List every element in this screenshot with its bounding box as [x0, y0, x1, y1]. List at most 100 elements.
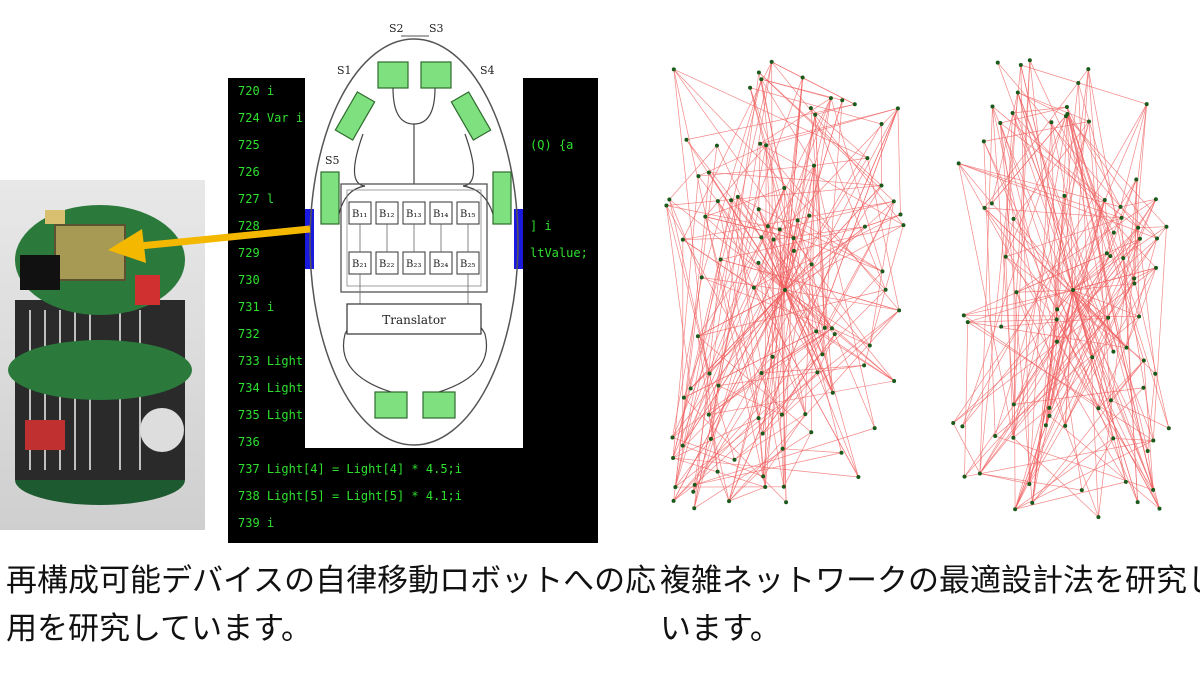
network-edge: [1045, 341, 1058, 426]
network-edge: [1014, 199, 1106, 510]
network-node: [883, 287, 888, 292]
network-node: [735, 194, 740, 199]
network-edge: [1056, 113, 1068, 320]
network-node: [791, 236, 796, 241]
network-node: [1108, 398, 1113, 403]
translator-label: Translator: [382, 313, 446, 327]
network-node: [1090, 355, 1095, 360]
network-edge: [773, 239, 806, 415]
network-edge: [686, 103, 855, 141]
network-edge: [762, 77, 803, 477]
network-edge: [1015, 481, 1126, 510]
network-edge: [673, 69, 886, 290]
network-edge: [1051, 122, 1058, 342]
code-fragment: Light[5] = Light[5] * 4.1;i: [266, 489, 462, 503]
network-edge: [771, 61, 855, 105]
network-node: [1123, 479, 1128, 484]
network-edge: [1056, 341, 1154, 491]
network-edge: [1029, 60, 1058, 310]
module-label: B₂₂: [379, 259, 394, 270]
network-edge: [1013, 255, 1111, 405]
network-edge: [1005, 115, 1067, 257]
network-node: [1064, 104, 1069, 109]
network-edge: [984, 207, 1122, 219]
network-edge: [1020, 64, 1074, 291]
network-edge: [701, 277, 833, 329]
line-number: 737: [238, 462, 260, 476]
network-edge: [1072, 289, 1138, 503]
line-number: 736: [238, 435, 260, 449]
module-label: B₁₃: [406, 209, 421, 220]
network-node: [807, 213, 812, 218]
network-node: [1011, 435, 1016, 440]
network-node: [995, 60, 1000, 65]
network-edge: [682, 215, 810, 446]
network-edge: [737, 196, 883, 272]
network-node: [808, 106, 813, 111]
network-edge: [669, 199, 703, 278]
network-edge: [1067, 113, 1158, 239]
network-node: [813, 112, 818, 117]
network-node: [761, 474, 766, 479]
network-edge: [1110, 227, 1139, 257]
network-edge: [1016, 292, 1099, 518]
network-node: [1104, 251, 1109, 256]
network-node: [1071, 288, 1075, 292]
network-node: [832, 332, 837, 337]
network-edge: [697, 289, 786, 337]
network-node: [977, 471, 982, 476]
network-node: [1011, 402, 1016, 407]
network-node: [956, 161, 961, 166]
network-node: [1010, 111, 1015, 116]
network-node: [1151, 438, 1156, 443]
robot-photo: [0, 180, 205, 530]
network-edge: [1072, 289, 1140, 317]
network-node: [1119, 215, 1124, 220]
network-edge: [1014, 440, 1154, 510]
network-edge: [1067, 113, 1140, 317]
network-node: [756, 416, 761, 421]
network-edge: [1013, 218, 1016, 510]
network-edge: [811, 264, 834, 393]
code-fragment: Light[4] = Light[4] * 4.5;i: [266, 462, 462, 476]
network-edge: [1014, 179, 1137, 510]
code-fragment-right: ] i: [530, 219, 552, 233]
network-edge: [673, 457, 859, 478]
line-number: 730: [238, 273, 260, 287]
network-edge: [867, 158, 900, 311]
network-edge: [1017, 92, 1090, 122]
network-edge: [991, 92, 1019, 204]
network-node: [718, 257, 723, 262]
network-node: [1096, 406, 1101, 411]
network-edge: [864, 214, 901, 227]
network-edge: [997, 62, 1121, 208]
network-edge: [784, 289, 895, 382]
network-node: [1134, 177, 1139, 182]
network-edge: [728, 448, 783, 502]
network-edge: [765, 145, 785, 487]
robot-outline: [309, 38, 519, 446]
network-edge: [992, 106, 1106, 201]
network-edge: [1045, 232, 1115, 426]
network-edge: [1120, 104, 1148, 207]
robot-schematic: S2 S3 S1 S4 S5 B₁₁: [302, 14, 526, 448]
network-edge: [1138, 226, 1167, 229]
sensor-label: S3: [429, 22, 444, 35]
network-node: [965, 320, 970, 325]
line-number: 734: [238, 381, 260, 395]
robot-illustration: [8, 205, 192, 505]
network-edge: [708, 172, 882, 186]
network-edge: [1001, 317, 1109, 328]
code-fragment: i: [266, 516, 275, 530]
network-node: [671, 498, 676, 503]
network-edge: [810, 108, 834, 393]
network-node: [999, 324, 1004, 329]
network-edge: [697, 335, 812, 433]
network-node: [1015, 90, 1020, 95]
network-edge: [773, 239, 823, 355]
network-edge: [698, 165, 815, 177]
network-node: [856, 475, 861, 480]
network-node: [830, 390, 835, 395]
network-edge: [717, 200, 834, 393]
network-node: [769, 59, 774, 64]
